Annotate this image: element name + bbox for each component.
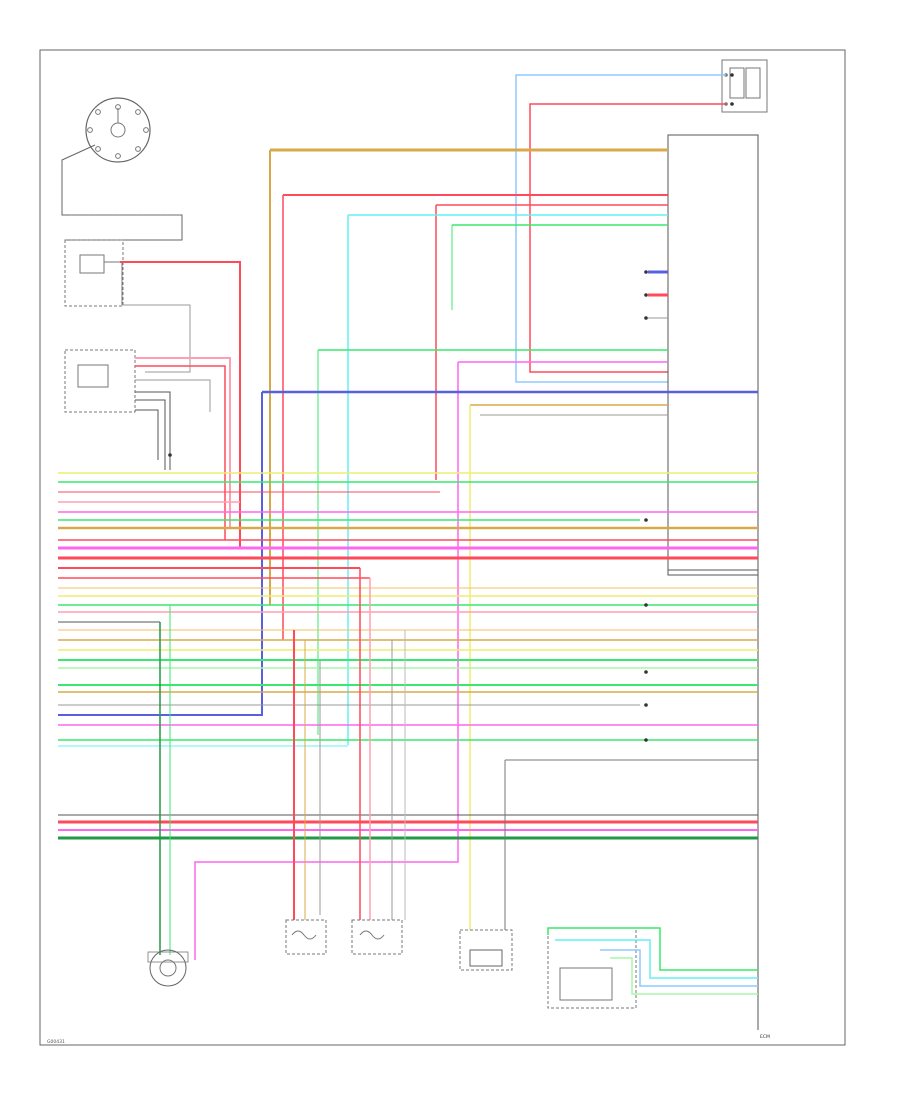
figure-code: G00431 (47, 1039, 65, 1045)
connector-pins (168, 73, 734, 742)
trans-temp-sensor (459, 929, 513, 971)
ignition-coil (64, 239, 124, 307)
bottom-droppers (159, 568, 758, 955)
tcc-solenoid (285, 919, 327, 955)
left-bus-wires (58, 472, 758, 840)
wires-left-top (120, 261, 241, 548)
svg-text:ECM: ECM (760, 1034, 770, 1040)
ecm-connector (667, 134, 759, 576)
ignition-control-module (64, 349, 136, 413)
diagram-frame (39, 49, 846, 1046)
distributor (85, 97, 151, 163)
shift-solenoid (351, 919, 403, 955)
vss-buffer-module (721, 59, 768, 113)
vehicle-speed-sensor (147, 949, 189, 987)
fluid-pressure-switch (547, 927, 758, 1009)
